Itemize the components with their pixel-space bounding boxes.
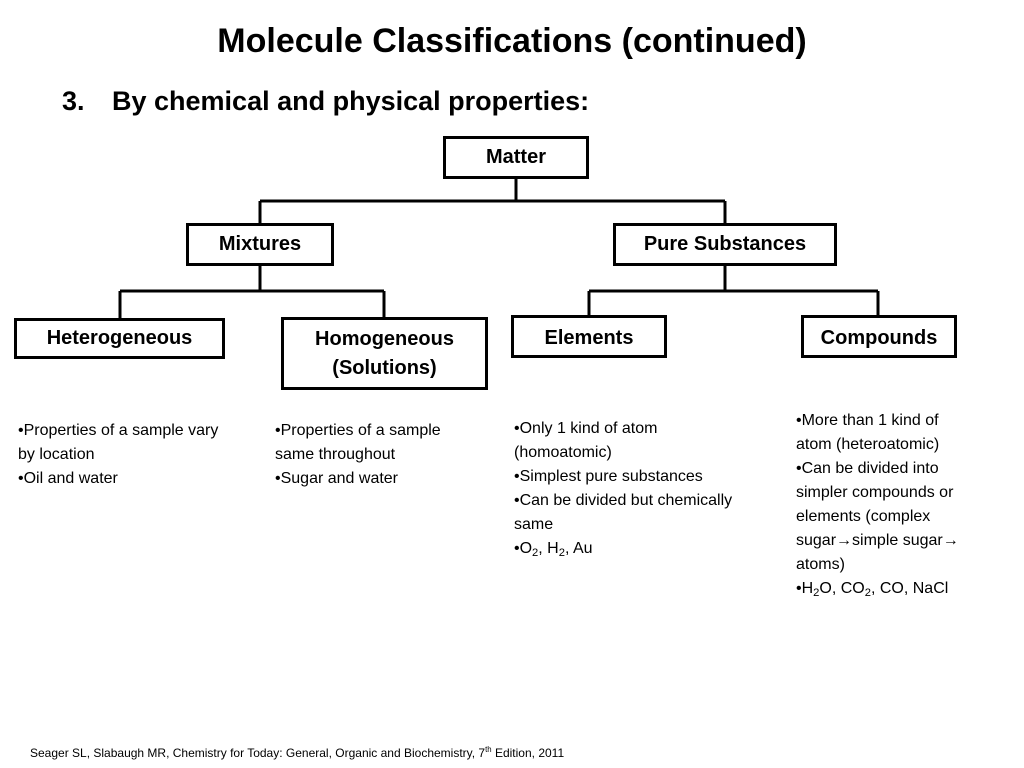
formula-subscript: 2	[558, 547, 565, 559]
formula-text: O, CO	[819, 580, 865, 597]
formula-text: , Au	[564, 540, 593, 557]
note-compounds-2-part2: simple sugar	[852, 532, 943, 549]
slide-title: Molecule Classifications (continued)	[217, 22, 807, 60]
node-heterogeneous: Heterogeneous	[14, 318, 225, 359]
node-homogeneous: Homogeneous (Solutions)	[281, 317, 488, 390]
footer-text: Seager SL, Slabaugh MR, Chemistry for To…	[30, 746, 486, 760]
notes-homogeneous: •Properties of a sample same throughout …	[275, 419, 480, 491]
right-arrow-icon: →	[942, 532, 959, 549]
slide-subtitle: 3. By chemical and physical properties:	[62, 86, 589, 117]
formula-text: •O	[514, 540, 533, 557]
subtitle-number: 3.	[62, 86, 85, 116]
formula-subscript: 2	[532, 547, 539, 559]
note-compounds-2-part3: atoms)	[796, 556, 845, 573]
node-elements: Elements	[511, 315, 667, 358]
node-mixtures: Mixtures	[186, 223, 334, 266]
note-elements-1: •Only 1 kind of atom (homoatomic)	[514, 420, 658, 461]
node-homogeneous-line1: Homogeneous	[315, 327, 454, 350]
note-compounds-1: •More than 1 kind of atom (heteroatomic)	[796, 412, 940, 453]
formula-subscript: 2	[813, 587, 820, 599]
note-heterogeneous-1: •Properties of a sample vary by location	[18, 422, 219, 463]
note-compounds-formula: •H2O, CO2, CO, NaCl	[796, 577, 992, 601]
node-matter: Matter	[443, 136, 589, 179]
node-homogeneous-line2: (Solutions)	[332, 356, 437, 379]
note-elements-formula: •O2, H2, Au	[514, 537, 769, 561]
note-elements-3: •Can be divided but chemically same	[514, 492, 733, 533]
citation-footer: Seager SL, Slabaugh MR, Chemistry for To…	[30, 746, 564, 760]
footer-superscript: th	[485, 745, 492, 754]
note-homogeneous-2: •Sugar and water	[275, 470, 399, 487]
formula-text: •H	[796, 580, 814, 597]
notes-heterogeneous: •Properties of a sample vary by location…	[18, 419, 223, 491]
note-compounds-2-part1: •Can be divided into simpler compounds o…	[796, 460, 954, 549]
node-pure-substances: Pure Substances	[613, 223, 837, 266]
notes-elements: •Only 1 kind of atom (homoatomic) •Simpl…	[514, 417, 769, 561]
note-compounds-2: •Can be divided into simpler compounds o…	[796, 457, 992, 577]
formula-text: , CO, NaCl	[870, 580, 949, 597]
footer-text: Edition, 2011	[491, 746, 565, 760]
note-elements-2: •Simplest pure substances	[514, 468, 703, 485]
formula-subscript: 2	[864, 587, 871, 599]
note-heterogeneous-2: •Oil and water	[18, 470, 118, 487]
subtitle-text: By chemical and physical properties:	[112, 86, 590, 116]
note-homogeneous-1: •Properties of a sample same throughout	[275, 422, 441, 463]
formula-text: , H	[538, 540, 559, 557]
node-compounds: Compounds	[801, 315, 957, 358]
notes-compounds: •More than 1 kind of atom (heteroatomic)…	[796, 409, 992, 601]
right-arrow-icon: →	[836, 532, 853, 549]
